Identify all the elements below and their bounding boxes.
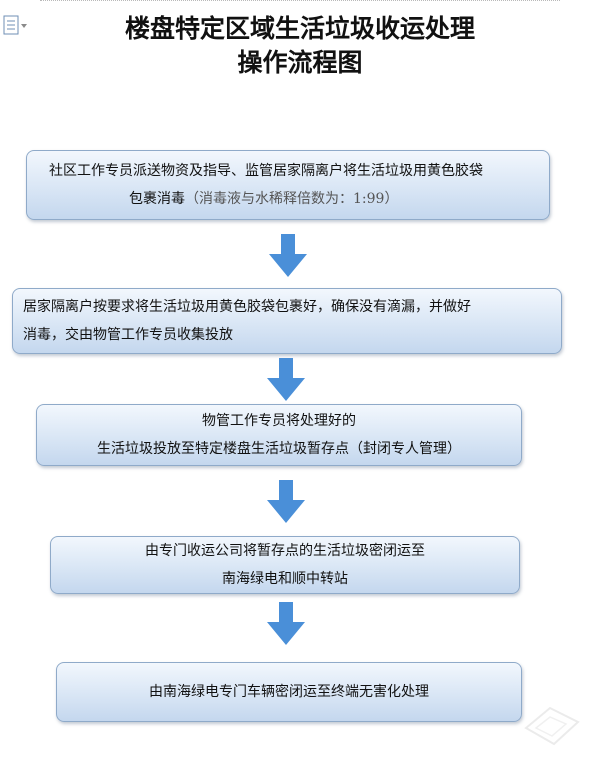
flow-step-5: 由南海绿电专门车辆密闭运至终端无害化处理: [56, 662, 522, 722]
page-top-rule: [40, 0, 560, 2]
flow-step-4-line-1: 由专门收运公司将暂存点的生活垃圾密闭运至: [145, 543, 425, 559]
dilution-ratio-note: （消毒液与水稀释倍数为：1:99）: [185, 191, 399, 207]
flow-step-4-line-2: 南海绿电和顺中转站: [222, 571, 348, 587]
flow-step-1-line-2: 包裹消毒（消毒液与水稀释倍数为：1:99）: [49, 185, 549, 213]
title-line-2: 操作流程图: [237, 48, 363, 77]
flow-step-3-line-2: 生活垃圾投放至特定楼盘生活垃圾暂存点（封闭专人管理）: [97, 441, 461, 457]
flow-step-4: 由专门收运公司将暂存点的生活垃圾密闭运至 南海绿电和顺中转站: [50, 536, 520, 594]
document-icon: [3, 15, 27, 35]
flow-step-2-line-2: 消毒，交由物管工作专员收集投放: [23, 327, 233, 343]
flow-step-2: 居家隔离户按要求将生活垃圾用黄色胶袋包裹好，确保没有滴漏，并做好 消毒，交由物管…: [12, 288, 562, 354]
flow-step-3: 物管工作专员将处理好的 生活垃圾投放至特定楼盘生活垃圾暂存点（封闭专人管理）: [36, 404, 522, 466]
watermark-logo: [524, 706, 580, 746]
page-title: 楼盘特定区域生活垃圾收运处理 操作流程图: [0, 12, 600, 80]
flow-step-1-text: 包裹消毒: [129, 191, 185, 207]
flow-step-1: 社区工作专员派送物资及指导、监管居家隔离户将生活垃圾用黄色胶袋 包裹消毒（消毒液…: [26, 150, 550, 220]
flow-step-1-line-1: 社区工作专员派送物资及指导、监管居家隔离户将生活垃圾用黄色胶袋: [49, 163, 483, 179]
flow-step-2-line-1: 居家隔离户按要求将生活垃圾用黄色胶袋包裹好，确保没有滴漏，并做好: [23, 299, 471, 315]
down-arrow-icon: [267, 602, 305, 645]
down-arrow-icon: [267, 358, 305, 401]
title-line-1: 楼盘特定区域生活垃圾收运处理: [124, 14, 475, 43]
flow-step-3-line-1: 物管工作专员将处理好的: [202, 413, 356, 429]
down-arrow-icon: [269, 234, 307, 277]
down-arrow-icon: [267, 480, 305, 523]
flow-step-5-line-1: 由南海绿电专门车辆密闭运至终端无害化处理: [149, 684, 429, 700]
